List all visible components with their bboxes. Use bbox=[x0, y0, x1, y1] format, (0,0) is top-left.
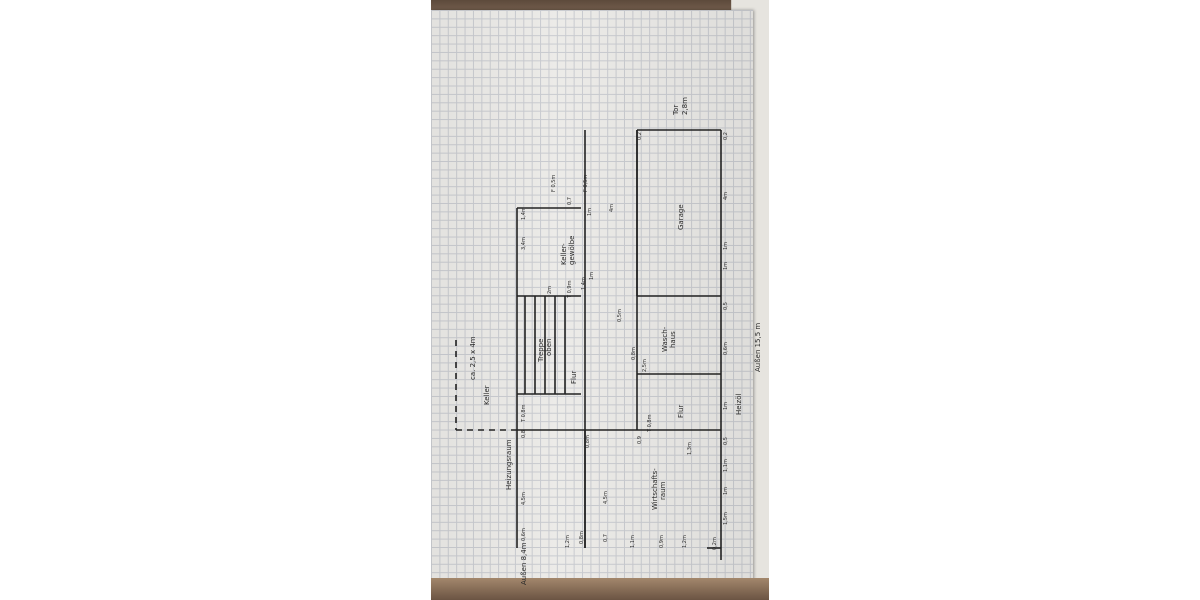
dim-0-5-d: 0,5 bbox=[723, 302, 729, 310]
dim-0-7: 0,7 bbox=[567, 197, 573, 205]
dim-0-8m-d: 0,8m bbox=[631, 347, 637, 360]
dim-1-3m: 1,3m bbox=[687, 442, 693, 455]
dim-1-4m-b: 1,4m bbox=[581, 277, 587, 290]
dim-0-9-b: 0,9 bbox=[637, 436, 643, 444]
dim-1m-e: 1m bbox=[723, 262, 729, 270]
dim-1-1m: 1,1m bbox=[630, 535, 636, 548]
dim-0-6m-b: 0,6m bbox=[723, 342, 729, 355]
dim-1-1m-b: 1,1m bbox=[723, 459, 729, 472]
dim-0-8m-b: 0,8m bbox=[585, 435, 591, 448]
label-wirtschaftsraum-1: Wirtschafts- bbox=[651, 468, 659, 510]
label-treppe-oben: oben bbox=[545, 339, 553, 356]
label-kellergewoelbe-2: gewölbe bbox=[568, 236, 576, 265]
dim-0-7-b: 0,7 bbox=[603, 534, 609, 542]
dim-0-9m: 0,9m bbox=[659, 535, 665, 548]
dim-0-5-c: 0,5 bbox=[723, 437, 729, 445]
dim-t-0-8m-b: T 0,8m bbox=[647, 414, 653, 433]
dim-0-2-c: 0,2 bbox=[723, 132, 729, 140]
label-heizoel: Heizöl bbox=[735, 394, 743, 415]
dim-0-5m-b: 0,5m bbox=[617, 309, 623, 322]
label-flur-top: Flur bbox=[570, 371, 578, 384]
label-keller-size: ca. 2,5 x 4m bbox=[469, 336, 477, 380]
dim-0-6m-a: 0,6m bbox=[521, 528, 527, 541]
label-aussen: Außen 15,5 m bbox=[754, 323, 762, 372]
dim-1m-b: 1m bbox=[589, 272, 595, 280]
table-surface-bottom bbox=[431, 578, 769, 600]
label-keller: Keller bbox=[483, 385, 491, 405]
paper-shading bbox=[431, 10, 753, 590]
label-wirtschaftsraum-2: raum bbox=[659, 481, 667, 500]
dim-t-0-8m-a: T 0,8m bbox=[521, 404, 527, 423]
label-tor-size: 2,8m bbox=[681, 97, 689, 115]
label-waschhaus-1: Wasch- bbox=[661, 326, 669, 352]
dim-4m-a: 4m bbox=[609, 204, 615, 212]
photo-of-floor-plan: Heizungsraum Keller ca. 2,5 x 4m Treppe … bbox=[431, 0, 769, 600]
dim-2m: 2m bbox=[547, 286, 553, 294]
dim-4m-b: 4m bbox=[723, 192, 729, 200]
floor-plan-drawing: Heizungsraum Keller ca. 2,5 x 4m Treppe … bbox=[455, 97, 762, 585]
dim-1-2m-b: 1,2m bbox=[682, 535, 688, 548]
label-treppe: Treppe bbox=[537, 339, 545, 363]
grid-paper-sheet bbox=[431, 10, 753, 590]
dim-0-8-a: 0,8 bbox=[521, 430, 527, 438]
dim-f-0-5m-b: F 0,5m bbox=[583, 175, 589, 192]
dim-f-0-5m: F 0,5m bbox=[551, 175, 557, 192]
label-flur-bottom: Flur bbox=[677, 405, 685, 418]
dim-t-0-9m: T 0,9m bbox=[567, 280, 573, 299]
dim-1m-d: 1m bbox=[723, 402, 729, 410]
label-heizungsraum: Heizungsraum bbox=[505, 439, 513, 490]
label-kellergewoelbe-1: Keller- bbox=[560, 243, 568, 265]
label-tor: Tor bbox=[672, 105, 680, 116]
dim-1m-f: 1m bbox=[723, 242, 729, 250]
dim-1-4m-a: 1,4m bbox=[521, 207, 527, 220]
dim-4-5m-mid: 4,5m bbox=[603, 491, 609, 504]
label-corner-note: Außen 8,4m bbox=[520, 542, 528, 585]
dim-0-8m-c: 0,8m bbox=[579, 531, 585, 544]
dim-0-2m-b: 0,2m bbox=[712, 537, 718, 550]
dim-1m-c: 1m bbox=[723, 487, 729, 495]
dim-1-5m: 1,5m bbox=[723, 512, 729, 525]
dim-0-2-a: 0,2 bbox=[637, 132, 643, 140]
label-garage: Garage bbox=[677, 204, 685, 230]
dim-2-5m: 2,5m bbox=[642, 359, 648, 372]
dim-3-4m: 3,4m bbox=[521, 237, 527, 250]
dim-4-5m-top: 4,5m bbox=[521, 492, 527, 505]
dim-1-2m: 1,2m bbox=[565, 535, 571, 548]
dim-1m-a: 1m bbox=[587, 208, 593, 216]
label-waschhaus-2: haus bbox=[669, 331, 677, 348]
